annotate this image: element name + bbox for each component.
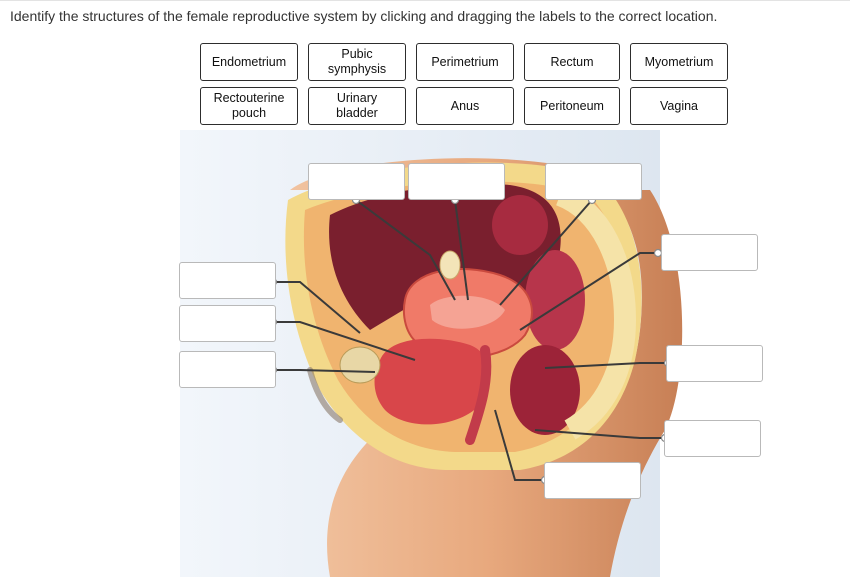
leader-line-5 — [273, 281, 361, 334]
label-peritoneum[interactable]: Peritoneum — [524, 87, 620, 125]
sacrum — [555, 184, 637, 440]
intestine-loop — [492, 195, 548, 255]
drop-target-3[interactable] — [545, 163, 642, 200]
label-perimetrium[interactable]: Perimetrium — [416, 43, 514, 81]
label-vagina[interactable]: Vagina — [630, 87, 728, 125]
drop-target-9[interactable] — [664, 420, 761, 457]
drop-target-1[interactable] — [308, 163, 405, 200]
leader-line-8 — [544, 362, 668, 369]
intestine-loop — [525, 250, 585, 350]
leader-line-10 — [494, 409, 545, 481]
ovary-shape — [439, 250, 461, 280]
leader-line-2 — [454, 199, 469, 301]
label-urinary-bladder[interactable]: Urinary bladder — [308, 87, 406, 125]
top-divider — [0, 0, 850, 1]
label-pubic-symphysis[interactable]: Pubic symphysis — [308, 43, 406, 81]
label-myometrium[interactable]: Myometrium — [630, 43, 728, 81]
uterine-cavity — [430, 295, 505, 329]
leader-line-6 — [273, 321, 416, 361]
drop-target-6[interactable] — [179, 305, 276, 342]
drop-target-5[interactable] — [179, 262, 276, 299]
pubic-hair — [307, 367, 343, 423]
drop-target-4[interactable] — [661, 234, 758, 271]
drop-target-8[interactable] — [666, 345, 763, 382]
leader-line-9 — [534, 429, 665, 439]
leader-line-7 — [273, 369, 376, 373]
label-rectum[interactable]: Rectum — [524, 43, 620, 81]
drop-target-2[interactable] — [408, 163, 505, 200]
instructions-text: Identify the structures of the female re… — [10, 8, 718, 24]
drop-target-7[interactable] — [179, 351, 276, 388]
leader-line-1 — [355, 199, 456, 301]
leader-line-4 — [519, 252, 658, 331]
pubic-bone — [339, 346, 381, 384]
drop-target-10[interactable] — [544, 462, 641, 499]
label-anus[interactable]: Anus — [416, 87, 514, 125]
label-rectouterine-pouch[interactable]: Rectouterine pouch — [200, 87, 298, 125]
label-endometrium[interactable]: Endometrium — [200, 43, 298, 81]
bladder-shape — [374, 338, 491, 425]
vaginal-canal — [465, 345, 492, 445]
leader-line-3 — [499, 199, 593, 306]
